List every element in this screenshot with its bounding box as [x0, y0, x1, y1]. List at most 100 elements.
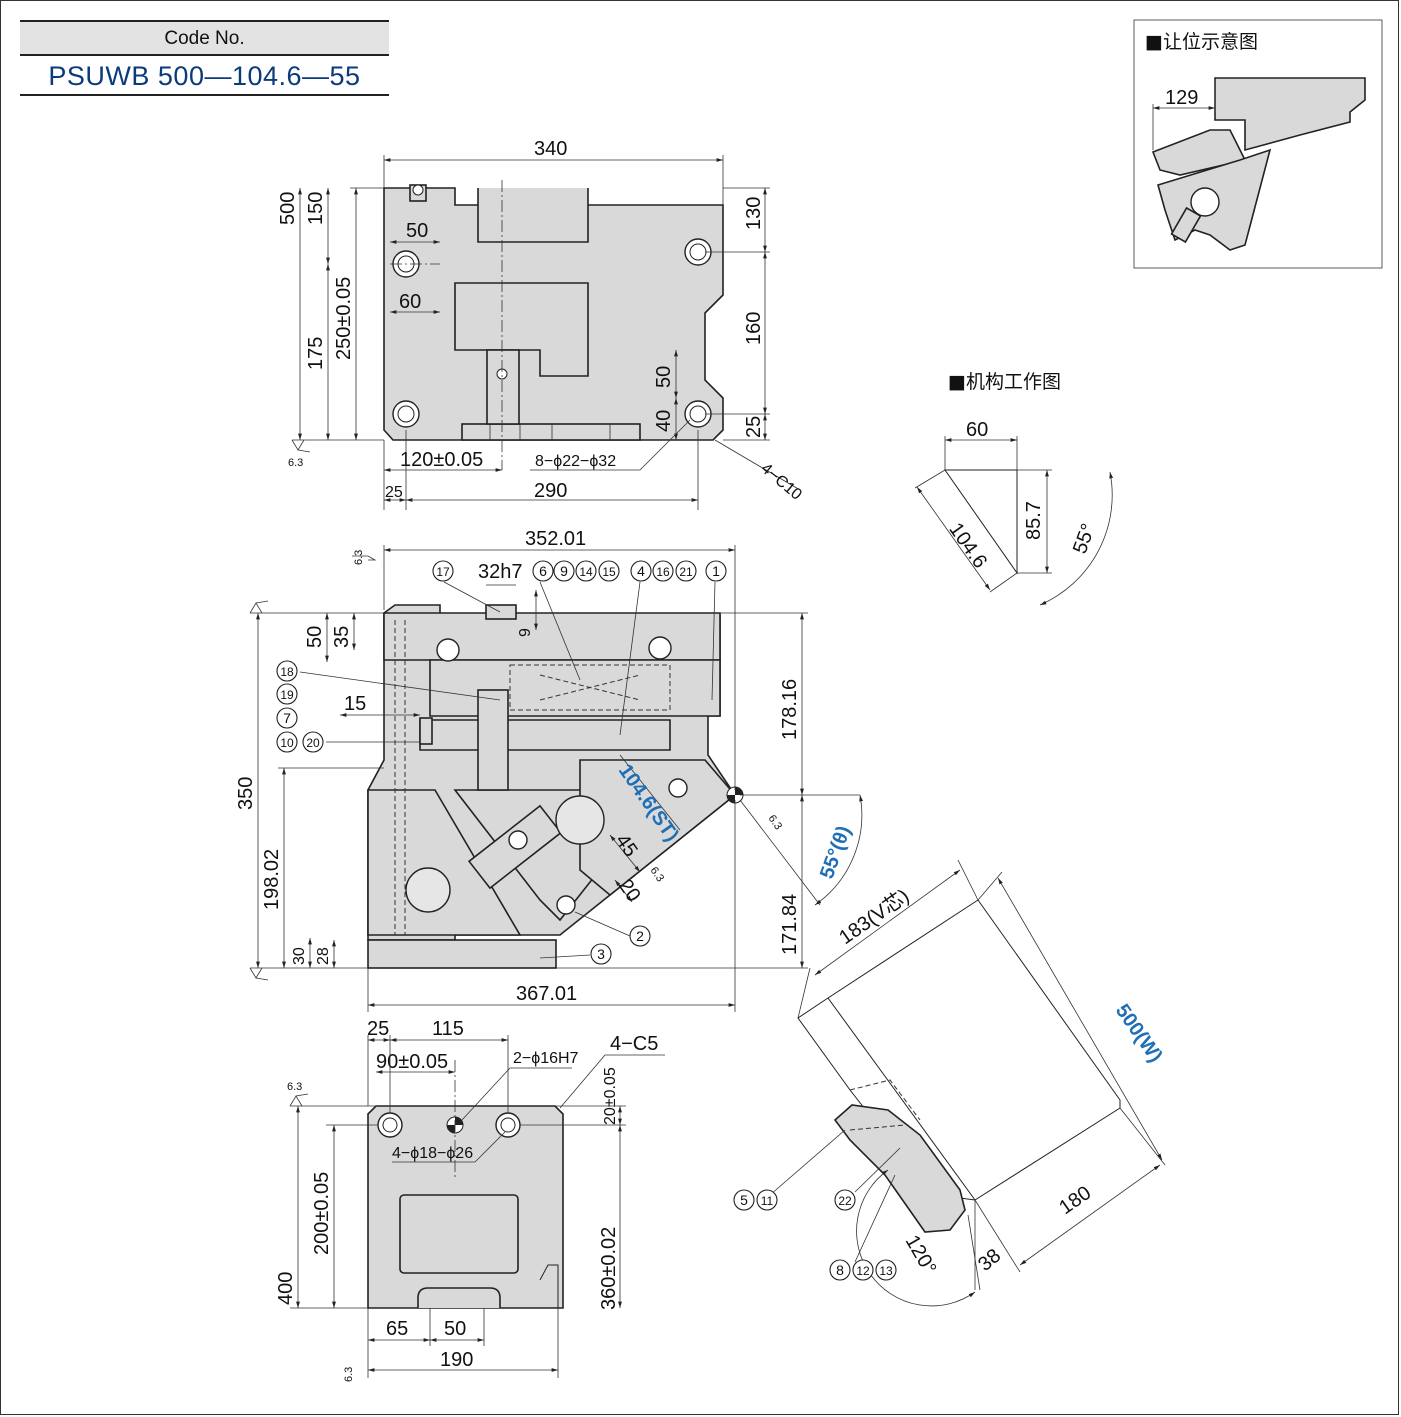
bottom-roughness-bottom: 6.3 [343, 1367, 355, 1382]
side-key-depth: 9 [517, 628, 534, 637]
top-hole-distance: 120±0.05 [400, 449, 483, 471]
bottom-span-115: 115 [432, 1018, 464, 1040]
top-total-height: 500 [277, 192, 299, 225]
top-center-offset: 60 [399, 291, 421, 313]
bottom-offset-20: 20±0.05 [602, 1067, 619, 1125]
side-roughness-top: 6.3 [353, 550, 365, 565]
balloon-label: 15 [602, 565, 616, 579]
top-view: 340 500 150 175 250±0.05 50 60 130 160 2… [277, 138, 805, 510]
bottom-hole-90: 90±0.05 [376, 1051, 448, 1073]
side-bottom-width: 367.01 [516, 983, 577, 1005]
side-offset-35: 35 [331, 626, 353, 648]
balloon-circle [553, 560, 575, 582]
side-roughness-slot: 6.3 [648, 865, 667, 884]
bottom-edge-25: 25 [367, 1018, 389, 1040]
balloon-label: 13 [879, 1264, 893, 1278]
bottom-roughness-top: 6.3 [287, 1081, 302, 1093]
top-overall-width: 340 [534, 138, 567, 160]
balloon-circle [598, 560, 620, 582]
balloon-circle [705, 560, 727, 582]
top-right-130: 130 [743, 197, 765, 230]
balloon-label: 1 [712, 563, 720, 579]
side-lower-height: 198.02 [261, 849, 283, 910]
balloon-label: 12 [856, 1264, 870, 1278]
code-number-box: Code No. PSUWB 500―104.6―55 [20, 20, 389, 96]
bottom-width-190: 190 [440, 1349, 473, 1371]
bottom-height-400: 400 [275, 1272, 297, 1305]
top-holes: 8−ϕ22−ϕ32 [535, 453, 616, 470]
balloon-label: 22 [838, 1194, 852, 1208]
balloon-label: 21 [679, 565, 693, 579]
mech-angle: 55° [1069, 521, 1100, 557]
iso-width: 500(W) [1111, 1000, 1167, 1066]
bottom-chamfer: 4−C5 [610, 1033, 658, 1055]
side-upper-height: 178.16 [779, 679, 801, 740]
balloon-label: 19 [280, 688, 294, 702]
mechanism-inset: ■机构工作图 60 104.6 85.7 55° [914, 371, 1114, 606]
iso-edge: 38 [974, 1245, 1005, 1276]
balloon-label: 6 [539, 563, 547, 579]
balloon-circle [276, 683, 298, 705]
balloon-circle [756, 1189, 778, 1211]
side-right-lower: 171.84 [779, 894, 801, 955]
balloon-circle [733, 1189, 755, 1211]
balloon-label: 4 [637, 563, 645, 579]
top-roughness: 6.3 [288, 457, 303, 469]
mech-stroke: 104.6 [944, 519, 991, 573]
top-right-160: 160 [743, 312, 765, 345]
side-offset-15: 15 [344, 693, 366, 715]
bottom-view: 25 115 90±0.05 2−ϕ16H7 4−C5 20±0.05 360±… [275, 1018, 665, 1382]
top-offset-150: 150 [305, 192, 327, 225]
balloon-circle [276, 707, 298, 729]
balloon-circle [276, 731, 298, 753]
side-view: 352.01 6.3 32h7 9 35 50 15 350 198.02 30… [235, 528, 864, 1012]
balloon-label: 10 [280, 736, 294, 750]
balloon-label: 5 [740, 1192, 748, 1208]
balloon-circle [852, 1259, 874, 1281]
mech-width: 60 [966, 419, 988, 441]
side-base-28: 28 [315, 947, 332, 965]
bottom-base-65: 65 [386, 1318, 408, 1340]
clearance-title: ■让位示意图 [1145, 31, 1258, 53]
balloon-circle [675, 560, 697, 582]
balloon-label: 2 [636, 928, 644, 944]
balloon-circle [590, 943, 612, 965]
balloon-label: 14 [579, 565, 593, 579]
top-lower-175: 175 [305, 337, 327, 370]
bottom-pitch-360: 360±0.02 [598, 1227, 620, 1310]
side-base-30: 30 [291, 947, 308, 965]
bottom-pitch-200: 200±0.05 [311, 1172, 333, 1255]
balloon-label: 11 [761, 1194, 774, 1208]
top-chamfer: 4−C10 [757, 460, 804, 504]
balloon-label: 17 [436, 565, 450, 579]
balloon-label: 9 [560, 563, 568, 579]
clearance-inset: ■让位示意图 129 [1133, 19, 1383, 269]
side-angle: 55°(θ) [816, 823, 855, 882]
balloon-circle [276, 660, 298, 682]
mechanism-title: ■机构工作图 [948, 371, 1061, 393]
balloon-circle [875, 1259, 897, 1281]
bottom-holes: 4−ϕ18−ϕ26 [392, 1145, 473, 1162]
code-value: PSUWB 500―104.6―55 [20, 58, 389, 96]
iso-v-center: 183(V芯) [835, 884, 914, 949]
top-edge-25: 25 [743, 416, 765, 438]
balloon-label: 3 [597, 946, 605, 962]
mech-height: 85.7 [1023, 501, 1045, 540]
balloon-label: 7 [283, 710, 291, 726]
bottom-pin-hole: 2−ϕ16H7 [513, 1050, 579, 1067]
balloon-circle [630, 560, 652, 582]
iso-depth: 180 [1055, 1182, 1095, 1219]
clearance-dim: 129 [1165, 87, 1198, 109]
balloon-circle [432, 560, 454, 582]
balloon-circle [302, 731, 324, 753]
side-top-width: 352.01 [525, 528, 586, 550]
balloon-circle [829, 1259, 851, 1281]
side-roughness-angle: 6.3 [766, 813, 785, 832]
top-left-edge: 25 [385, 484, 403, 501]
top-slot-depth: 50 [653, 366, 675, 388]
side-total-height: 350 [235, 777, 257, 810]
